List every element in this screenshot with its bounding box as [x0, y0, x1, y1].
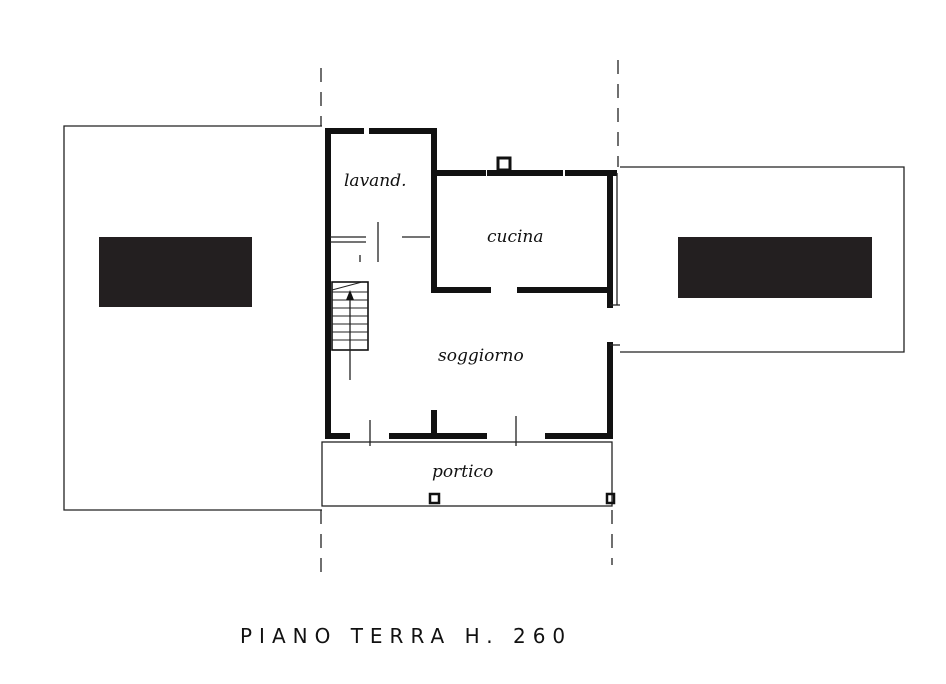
axis-lines: [320, 60, 619, 572]
room-label-portico: portico: [432, 462, 493, 482]
staircase: [331, 281, 369, 380]
left-neighbour-outline: [63, 125, 322, 511]
room-label-lavand: lavand.: [344, 171, 407, 191]
room-label-soggiorno: soggiorno: [438, 346, 524, 366]
plan-title: PIANO TERRA H. 260: [240, 624, 572, 648]
left-redaction-block: [99, 237, 252, 307]
portico-outline: [321, 441, 616, 507]
right-neighbour-outline: [620, 166, 905, 353]
building-walls: [325, 128, 620, 446]
right-redaction-block: [678, 237, 872, 298]
room-label-cucina: cucina: [487, 227, 544, 247]
